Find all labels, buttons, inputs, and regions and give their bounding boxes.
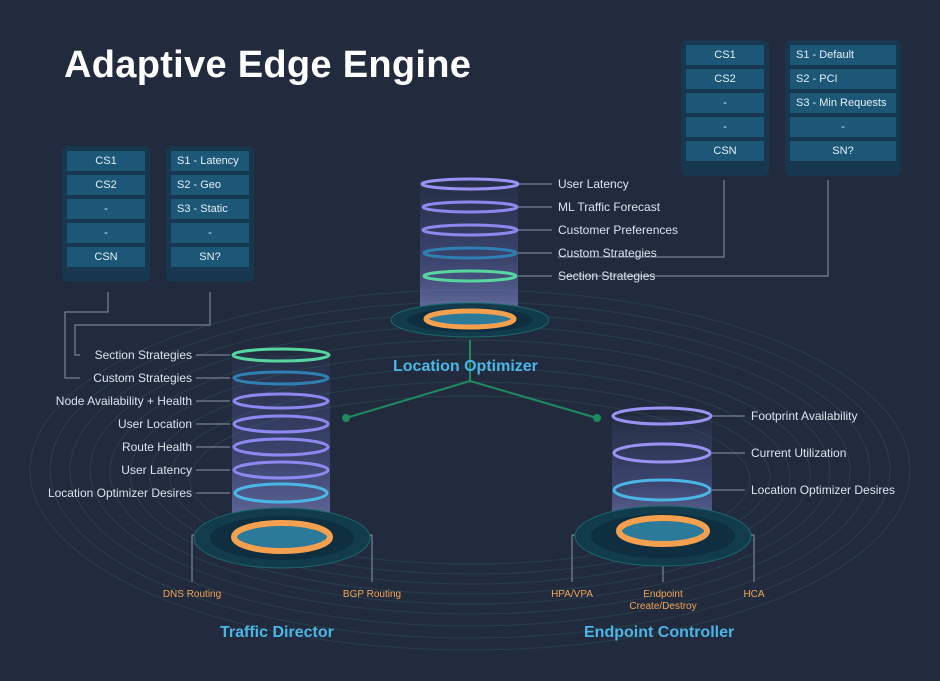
td-input-label: User Latency (121, 463, 192, 477)
td-cycle-ring (231, 520, 333, 554)
panel-cell: - (686, 117, 764, 137)
ec-ring-2 (612, 442, 712, 464)
panel-cell: SN? (790, 141, 896, 161)
connector-node-right (593, 414, 601, 422)
panel-cell: - (171, 223, 249, 243)
td-input-label: Custom Strategies (93, 371, 192, 385)
left-section-strategies-panel: S1 - Latency S2 - Geo S3 - Static - SN? (166, 146, 254, 282)
panel-cell: - (67, 199, 145, 219)
panel-cell: CSN (67, 247, 145, 267)
panel-cell: CS1 (686, 45, 764, 65)
panel-cell: CS2 (67, 175, 145, 195)
right-section-strategies-panel: S1 - Default S2 - PCI S3 - Min Requests … (785, 40, 901, 176)
panel-cell: CS2 (686, 69, 764, 89)
td-ring-3 (232, 392, 330, 410)
lo-ring-4 (422, 246, 518, 260)
lo-input-label: Custom Strategies (558, 246, 657, 260)
leader-lines (64, 180, 829, 582)
td-input-label: Section Strategies (94, 348, 192, 362)
panel-cell: CS1 (67, 151, 145, 171)
td-ring-6 (232, 460, 330, 480)
lo-input-label: Customer Preferences (558, 223, 679, 237)
panel-cell: S2 - PCI (790, 69, 896, 89)
panel-cell: SN? (171, 247, 249, 267)
td-ring-1 (231, 347, 331, 363)
ec-input-label: Footprint Availability (751, 409, 858, 423)
left-custom-strategies-panel: CS1 CS2 - - CSN (62, 146, 150, 282)
traffic-director-title: Traffic Director (220, 624, 334, 641)
ec-input-label: Location Optimizer Desires (751, 483, 896, 497)
ec-output-label: HCA (743, 589, 765, 600)
lo-input-label: User Latency (558, 177, 629, 191)
page-title: Adaptive Edge Engine (64, 44, 472, 86)
lo-ring-2 (421, 200, 519, 214)
traffic-director-tower (193, 347, 371, 569)
lo-cycle-ring (423, 308, 517, 330)
lo-ring-1 (420, 177, 520, 191)
panel-cell: CSN (686, 141, 764, 161)
central-connector (345, 340, 598, 419)
endpoint-controller-title: Endpoint Controller (584, 624, 735, 641)
td-input-label: Location Optimizer Desires (47, 486, 192, 500)
panel-cell: - (67, 223, 145, 243)
lo-ring-5 (422, 269, 518, 283)
lo-input-label: Section Strategies (558, 269, 656, 283)
td-input-label: User Location (117, 417, 192, 431)
panel-cell: S3 - Min Requests (790, 93, 896, 113)
ec-cycle-ring (616, 515, 710, 547)
panel-cell: S1 - Latency (171, 151, 249, 171)
ec-output-label: Endpoint Create/Destroy (629, 589, 697, 612)
panel-cell: S2 - Geo (171, 175, 249, 195)
panel-cell: S3 - Static (171, 199, 249, 219)
ec-ring-1 (611, 406, 713, 426)
lo-ring-3 (421, 223, 519, 237)
lo-input-label: ML Traffic Forecast (558, 200, 661, 214)
location-optimizer-title: Location Optimizer (393, 358, 538, 375)
panel-cell: S1 - Default (790, 45, 896, 65)
ec-input-label: Current Utilization (751, 446, 847, 460)
panel-cell: - (686, 93, 764, 113)
td-input-label: Node Availability + Health (55, 394, 192, 408)
connector-node-left (342, 414, 350, 422)
location-optimizer-tower (390, 177, 550, 338)
td-output-label: DNS Routing (162, 589, 222, 600)
panel-cell: - (790, 117, 896, 137)
td-ring-7 (233, 482, 329, 504)
right-custom-strategies-panel: CS1 CS2 - - CSN (681, 40, 769, 176)
endpoint-controller-tower (574, 406, 752, 567)
td-ring-5 (232, 437, 330, 457)
ec-output-label: HPA/VPA (551, 589, 593, 600)
td-input-label: Route Health (121, 440, 192, 454)
ec-ring-3 (612, 478, 712, 502)
td-ring-2 (232, 370, 330, 386)
td-output-label: BGP Routing (342, 589, 402, 600)
td-ring-4 (232, 414, 330, 434)
